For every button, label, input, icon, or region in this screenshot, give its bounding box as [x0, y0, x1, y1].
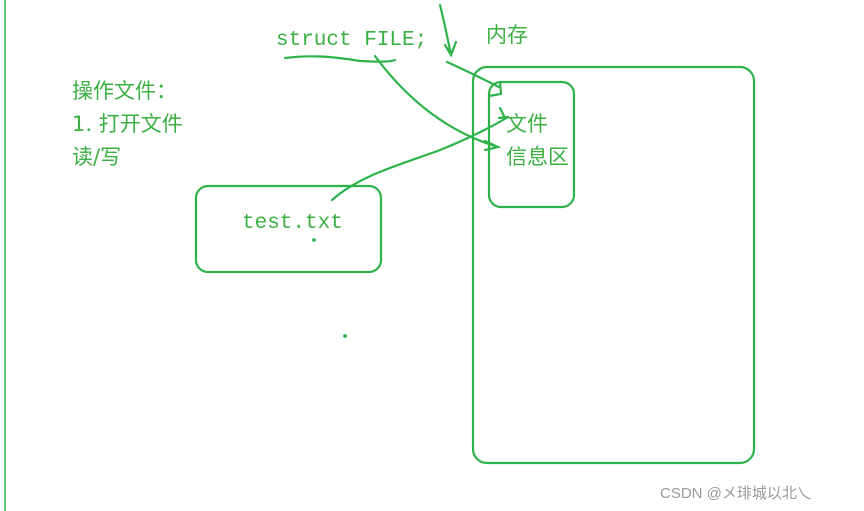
arrow-file-to-info: [330, 106, 510, 202]
file-name-label: test.txt: [242, 212, 343, 235]
arrow-top-down: [438, 3, 458, 58]
test-file-box: [194, 184, 383, 274]
dot: [312, 238, 316, 242]
memory-label: 内存: [486, 23, 528, 47]
ops-step-2: 读/写: [72, 145, 122, 169]
memory-box: [471, 65, 756, 465]
dot: [343, 334, 347, 338]
struct-underline: [283, 55, 397, 63]
arrow-to-memory: [445, 60, 503, 98]
watermark: CSDN @メ琲城以北乀: [660, 485, 812, 502]
arrow-struct-to-info: [373, 54, 502, 152]
ops-title: 操作文件：: [72, 79, 177, 103]
struct-label: struct FILE;: [276, 29, 428, 52]
ops-step-1: 1. 打开文件: [72, 112, 183, 136]
info-label-line1: 文件: [506, 112, 548, 136]
info-label-line2: 信息区: [506, 145, 569, 169]
